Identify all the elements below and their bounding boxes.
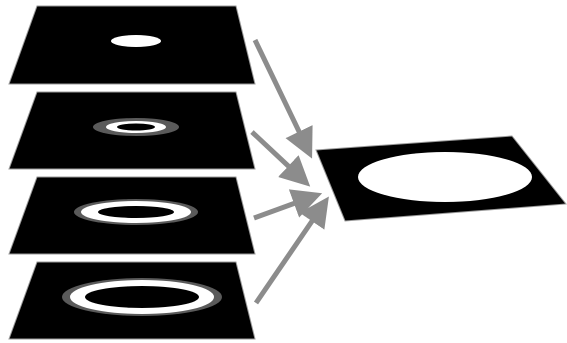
layer-panel-2	[8, 91, 256, 170]
layer-2-hole	[117, 123, 155, 131]
arrow-icon	[252, 38, 313, 159]
layer-panel-1	[8, 5, 256, 85]
arrow-icon	[253, 189, 323, 221]
layer-3-hole	[98, 206, 174, 218]
result-blob	[358, 152, 532, 202]
layer-panel-4	[8, 261, 256, 340]
layer-1-blob	[111, 35, 161, 47]
arrows-group	[250, 38, 329, 305]
result-panel	[315, 135, 567, 222]
arrow-icon	[253, 196, 329, 305]
layer-4-hole	[85, 286, 199, 308]
arrow-icon	[250, 130, 311, 187]
layer-panel-3	[8, 176, 256, 255]
